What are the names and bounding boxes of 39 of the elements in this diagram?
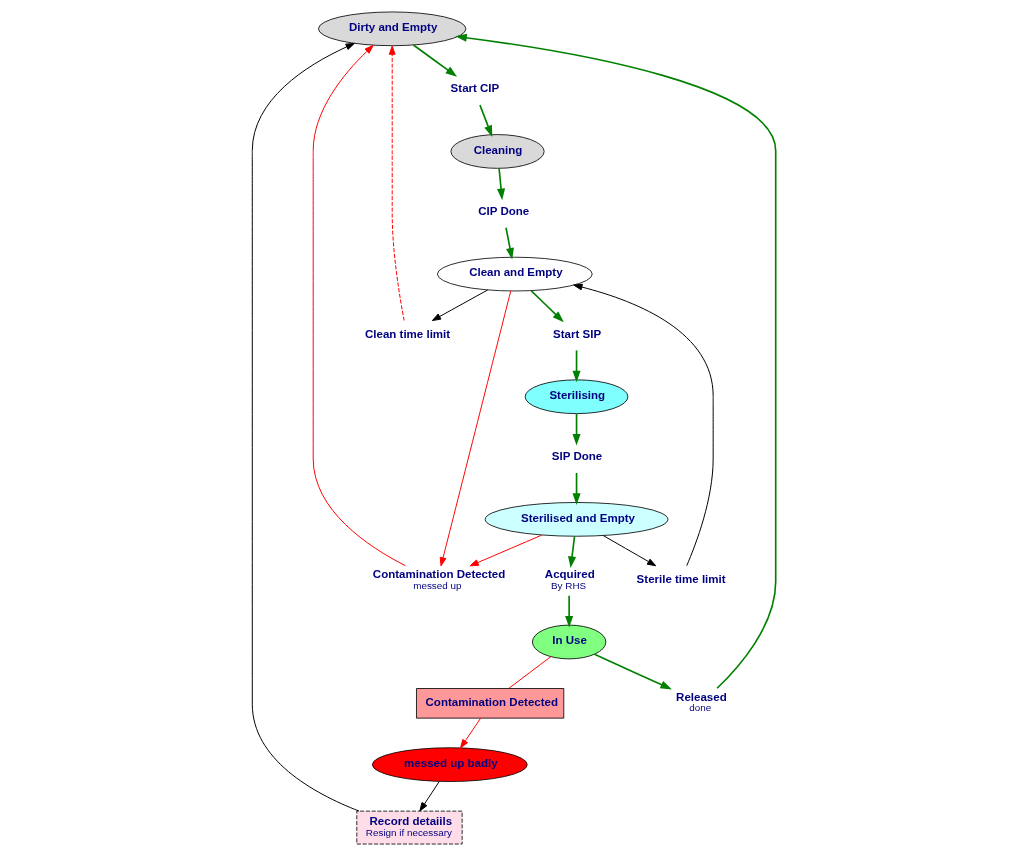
node-box: Record detaiils Resign if necessary: [355, 810, 463, 845]
node-text: Acquired By RHS: [544, 568, 595, 591]
arrow: [388, 45, 405, 321]
node-box: Contamination Detected: [415, 688, 564, 719]
arrow: [572, 283, 714, 567]
arrow: [572, 349, 581, 383]
arrow: [469, 534, 542, 567]
arrow: [496, 167, 505, 201]
node-text: Start SIP: [552, 327, 601, 340]
arrow: [602, 535, 656, 567]
arrow: [530, 290, 564, 323]
arrow: [478, 104, 492, 138]
arrow: [412, 44, 457, 77]
arrow: [504, 226, 514, 260]
arrow: [567, 535, 576, 569]
arrow: [251, 42, 360, 812]
arrow: [431, 289, 488, 322]
node-text: CIP Done: [477, 205, 529, 217]
node-text: Released done: [675, 691, 727, 714]
arrow: [564, 594, 573, 628]
arrow: [572, 472, 581, 505]
node-text: SIP Done: [551, 450, 602, 463]
connector: [507, 656, 551, 689]
arrow: [439, 290, 511, 567]
node-ellipse: Sterilising: [524, 379, 628, 415]
arrow: [454, 33, 777, 690]
node-text: Start CIP: [450, 82, 499, 95]
node-text: Clean time limit: [364, 327, 450, 340]
arrow: [593, 653, 672, 690]
node-text: Contamination Detected messed up: [372, 568, 505, 591]
node-ellipse: Cleaning: [450, 134, 545, 169]
node-text: Sterile time limit: [636, 572, 726, 585]
node-ellipse: Sterilised and Empty: [484, 502, 668, 537]
arrow: [312, 45, 406, 567]
node-ellipse: In Use: [531, 624, 606, 660]
arrow: [572, 413, 581, 446]
arrow: [418, 781, 440, 812]
arrow: [459, 717, 481, 749]
node-ellipse: messed up badly: [371, 747, 528, 782]
